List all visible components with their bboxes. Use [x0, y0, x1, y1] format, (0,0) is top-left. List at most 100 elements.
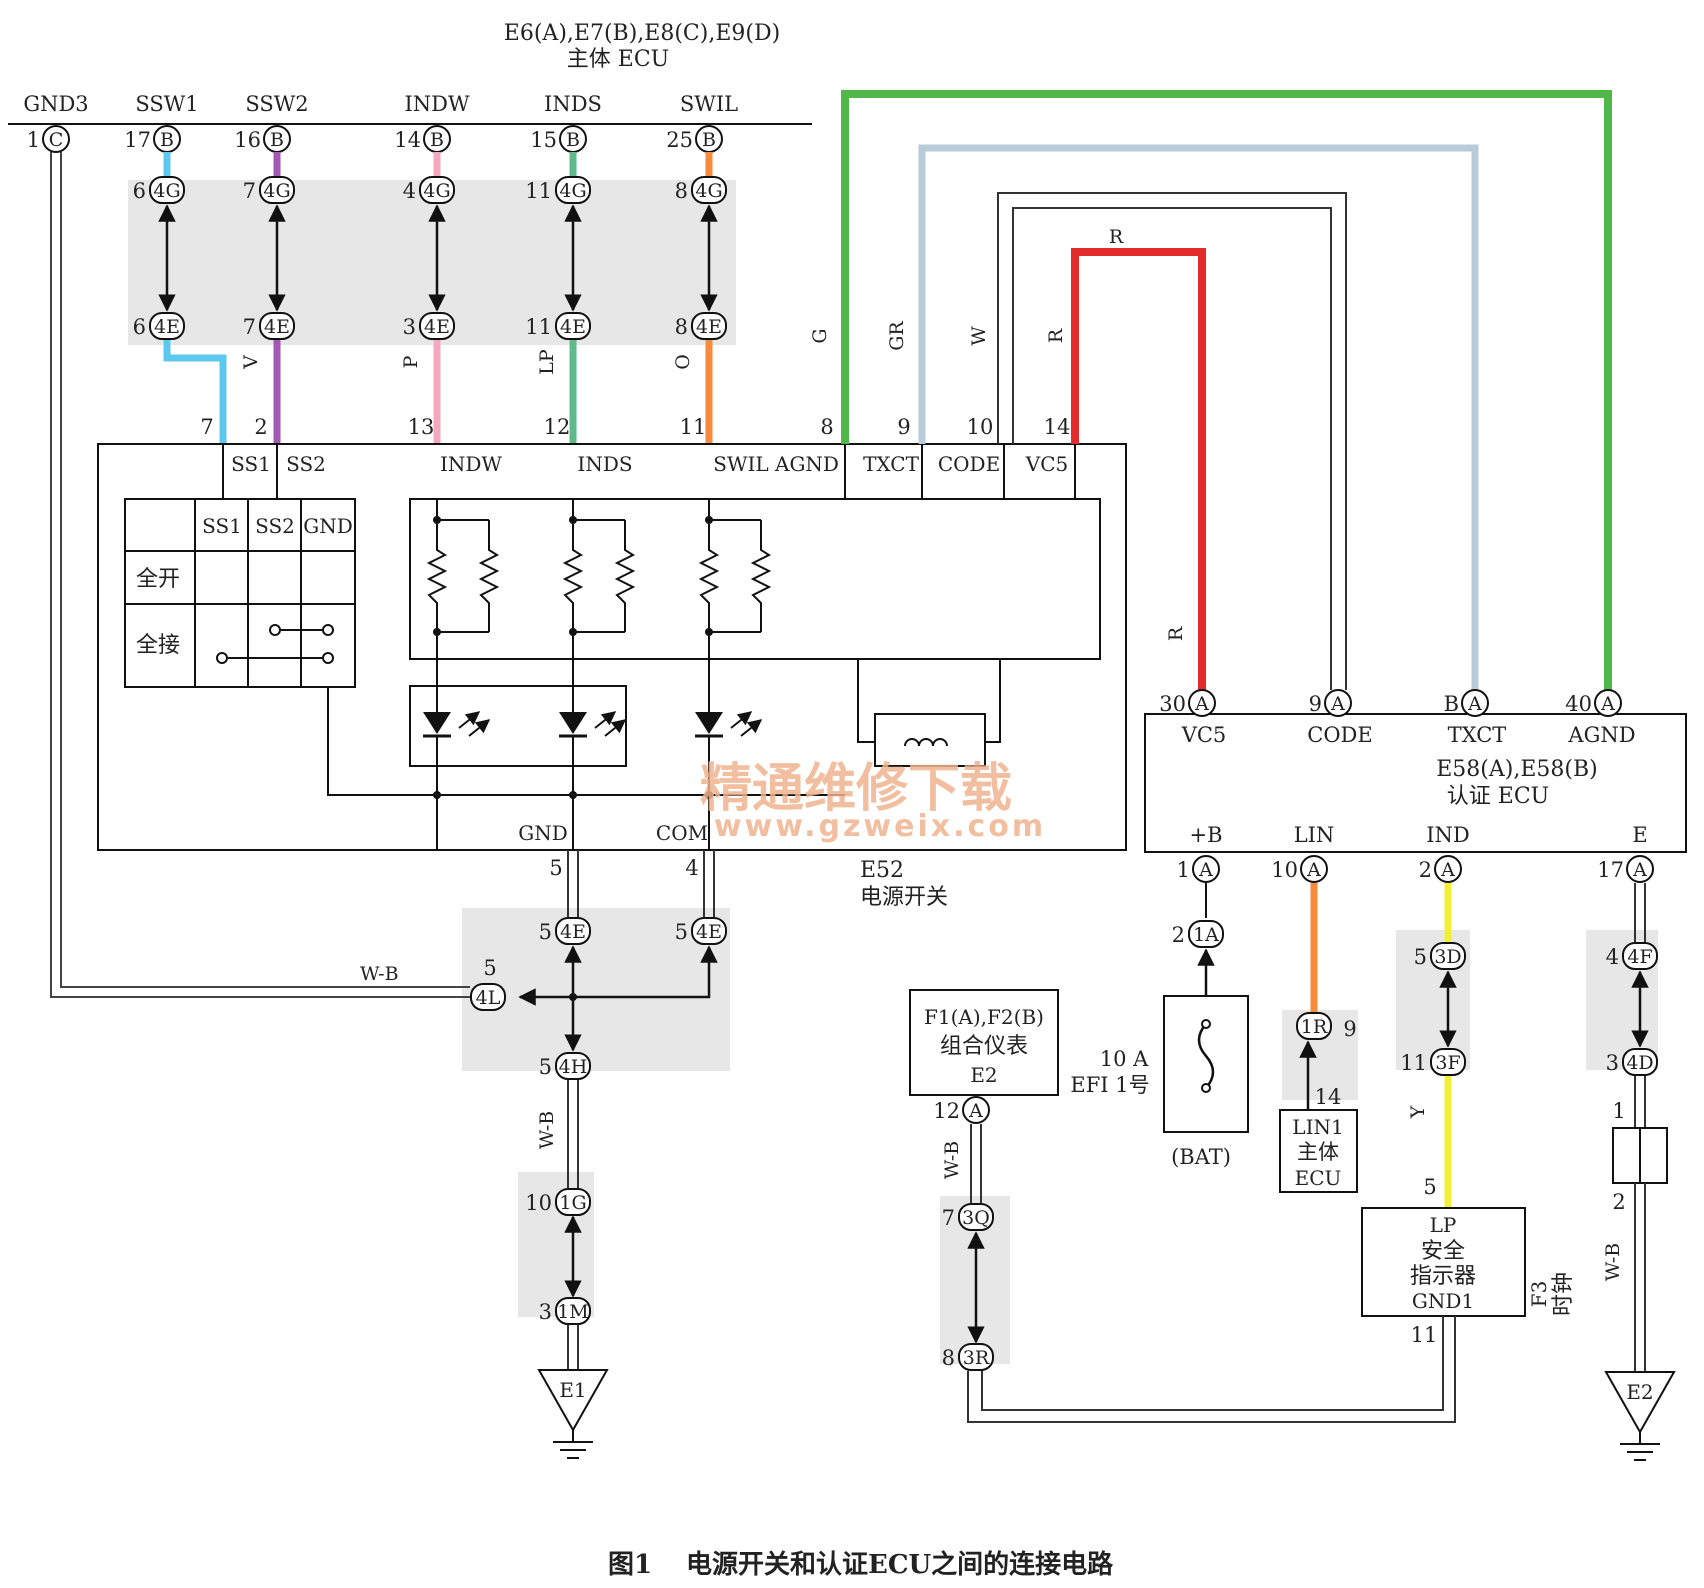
- fuse-icon-end-bottom: [1201, 1083, 1211, 1093]
- ground-4e-b-pin: 5: [675, 920, 688, 944]
- ground-1m: 1M3: [539, 1297, 591, 1325]
- white-wire-code-outer: [997, 192, 1347, 690]
- table-header-gnd: GND: [303, 514, 353, 538]
- switch-state-table: SS1 SS2 GND 全开 全接: [124, 498, 356, 688]
- ground-4e-a-shape: [555, 917, 591, 945]
- switch-pin-2: 13: [408, 415, 435, 439]
- auth-bottom-pin-0-code: A: [1198, 859, 1213, 881]
- cluster-pin-code: A: [968, 1100, 983, 1122]
- switch-terminal-1: SS2: [286, 452, 326, 476]
- switch-terminal-3: INDS: [577, 452, 632, 476]
- ind-wire-label: Y: [1407, 1105, 1429, 1119]
- led-triangle-0: [423, 712, 451, 734]
- auth-top-pin-2-shape: [1461, 689, 1489, 717]
- ground-wire-label: W-B: [536, 1111, 558, 1150]
- power-switch-code: E52: [860, 858, 904, 883]
- fuse-1a: 1A2: [1172, 920, 1224, 948]
- top-ecu-name: 主体 ECU: [567, 47, 669, 72]
- cluster-pin-name: E2: [970, 1063, 997, 1087]
- auth-bottom-pin-1-code: A: [1306, 859, 1321, 881]
- cluster-3q-shape: [958, 1203, 994, 1231]
- top-pin-5: B25: [666, 125, 723, 153]
- top-pin-label-3: INDW: [404, 92, 470, 116]
- resistor-2-1: [750, 520, 772, 632]
- auth-bottom-pin-2-pin: 2: [1419, 858, 1432, 882]
- ground-4e-a: 4E5: [539, 917, 591, 945]
- auth-top-pin-3-shape: [1594, 689, 1622, 717]
- e-pin-2: 2: [1612, 1190, 1625, 1214]
- green-wire-agnd: [841, 90, 1612, 690]
- led-triangle-2: [695, 712, 723, 734]
- gnd3-wire-color: W-B: [360, 963, 399, 985]
- auth-bottom-pin-3-pin: 17: [1597, 858, 1624, 882]
- ind-3d-pin: 5: [1414, 945, 1427, 969]
- side-pin-3: 14: [1044, 415, 1071, 439]
- auth-top-label-2: TXCT: [1448, 723, 1507, 747]
- e-4f-code: 4F: [1627, 946, 1652, 968]
- top-pin-label-0: GND3: [23, 92, 88, 116]
- switch-gnd-label: GND: [518, 821, 568, 845]
- table-row-open: 全开: [136, 567, 180, 592]
- gnd1-wire-a: [967, 1328, 1456, 1423]
- ground-node: [569, 993, 577, 1001]
- auth-bottom-pin-3: A17: [1597, 855, 1654, 883]
- ground-4e-b: 4E5: [675, 917, 727, 945]
- led-ray-2-1: [604, 719, 627, 737]
- red-wire-vc5: [1071, 248, 1206, 690]
- switch-com-label: COM: [656, 821, 708, 845]
- indicator-pin-out: 11: [1411, 1323, 1438, 1347]
- auth-bottom-label-1: LIN: [1294, 823, 1335, 847]
- lin-1r-code: 1R: [1301, 1016, 1328, 1038]
- lin-pin-14: 14: [1315, 1085, 1342, 1109]
- junction-4e-0: 4E6: [133, 312, 185, 340]
- lin-box: [1279, 1109, 1358, 1193]
- ground-4l-code: 4L: [476, 987, 501, 1009]
- top-pin-3: B14: [394, 125, 451, 153]
- auth-bottom-pin-1: A10: [1271, 855, 1328, 883]
- cluster-3q-code: 3Q: [962, 1207, 990, 1229]
- e-4f: 4F4: [1606, 942, 1658, 970]
- wire-bot-0: [163, 340, 227, 444]
- ground-1g-pin: 10: [525, 1191, 552, 1215]
- led-2: [695, 711, 763, 738]
- ground-1g-shape: [555, 1188, 591, 1216]
- top-pin-1-pin: 17: [124, 128, 151, 152]
- auth-top-label-0: VC5: [1181, 723, 1227, 747]
- top-pin-0-shape: [42, 125, 70, 153]
- power-switch-body: [97, 443, 1127, 851]
- switch-bottom-pin-gnd: 5: [549, 856, 562, 880]
- ind-3d-shape: [1430, 942, 1466, 970]
- side-pin-1: 9: [897, 415, 910, 439]
- auth-bottom-pin-2-shape: [1434, 855, 1462, 883]
- fuse-1a-shape: [1188, 920, 1224, 948]
- auth-top-label-3: AGND: [1567, 723, 1635, 747]
- junction-4g-1-code: 4G: [263, 180, 290, 202]
- ground-4h-code: 4H: [559, 1056, 588, 1078]
- junction-4e-0-shape: [149, 312, 185, 340]
- junction-4g-1-pin: 7: [243, 179, 256, 203]
- led-ray-1-0: [458, 711, 481, 729]
- ind-3d: 3D5: [1414, 942, 1466, 970]
- lin-name-3: ECU: [1295, 1166, 1342, 1190]
- top-pin-2-pin: 16: [234, 128, 261, 152]
- clock-label-2: 时钟: [1551, 1272, 1576, 1316]
- indicator-name-2: 安全: [1421, 1239, 1465, 1264]
- junction-4g-2-shape: [419, 176, 455, 204]
- ground-4e-a-code: 4E: [560, 921, 586, 943]
- auth-top-pin-1-shape: [1324, 689, 1352, 717]
- junction-4e-3-code: 4E: [560, 316, 586, 338]
- ground-e1-label: E1: [559, 1378, 586, 1402]
- side-wire-label-3: R: [1045, 328, 1067, 343]
- junction-4g-3-code: 4G: [559, 180, 586, 202]
- junction-4e-1-shape: [259, 312, 295, 340]
- coil-icon: [904, 738, 948, 747]
- auth-top-label-1: CODE: [1307, 723, 1372, 747]
- gnd3-wire-outer: [50, 152, 470, 998]
- junction-4e-4-code: 4E: [696, 316, 722, 338]
- top-pin-label-2: SSW2: [245, 92, 308, 116]
- auth-bottom-pin-0-shape: [1192, 855, 1220, 883]
- resistor-pairs: [426, 516, 772, 636]
- led-0: [423, 711, 491, 738]
- resistor-1-1: [614, 520, 636, 632]
